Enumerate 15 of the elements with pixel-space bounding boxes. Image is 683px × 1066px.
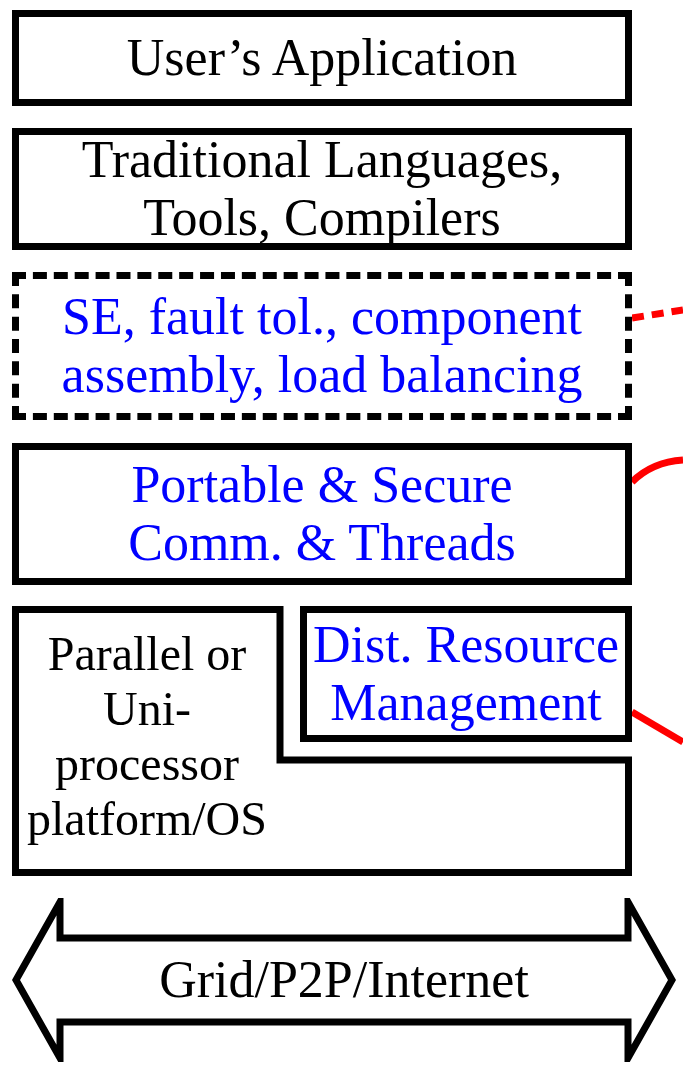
layer-box [12, 128, 632, 250]
leader-line [629, 456, 683, 485]
layer-box [12, 443, 632, 585]
layer-box [12, 10, 632, 106]
layer-label: Dist. Resource Management [311, 616, 621, 732]
leader-line [630, 709, 683, 745]
layer-label: Grid/P2P/Internet [159, 951, 529, 1009]
layer-label: SE, fault tol., component assembly, load balancing [60, 288, 584, 404]
leader-line [631, 306, 683, 322]
layer-label: Parallel or Uni-processor platform/OS [27, 627, 267, 845]
layer-label: Traditional Languages, Tools, Compilers [80, 131, 564, 247]
layer-box [12, 272, 632, 420]
layer-label: Portable & Secure Comm. & Threads [127, 456, 517, 572]
layer-box [300, 606, 632, 742]
layer-label: User’s Application [126, 29, 518, 87]
